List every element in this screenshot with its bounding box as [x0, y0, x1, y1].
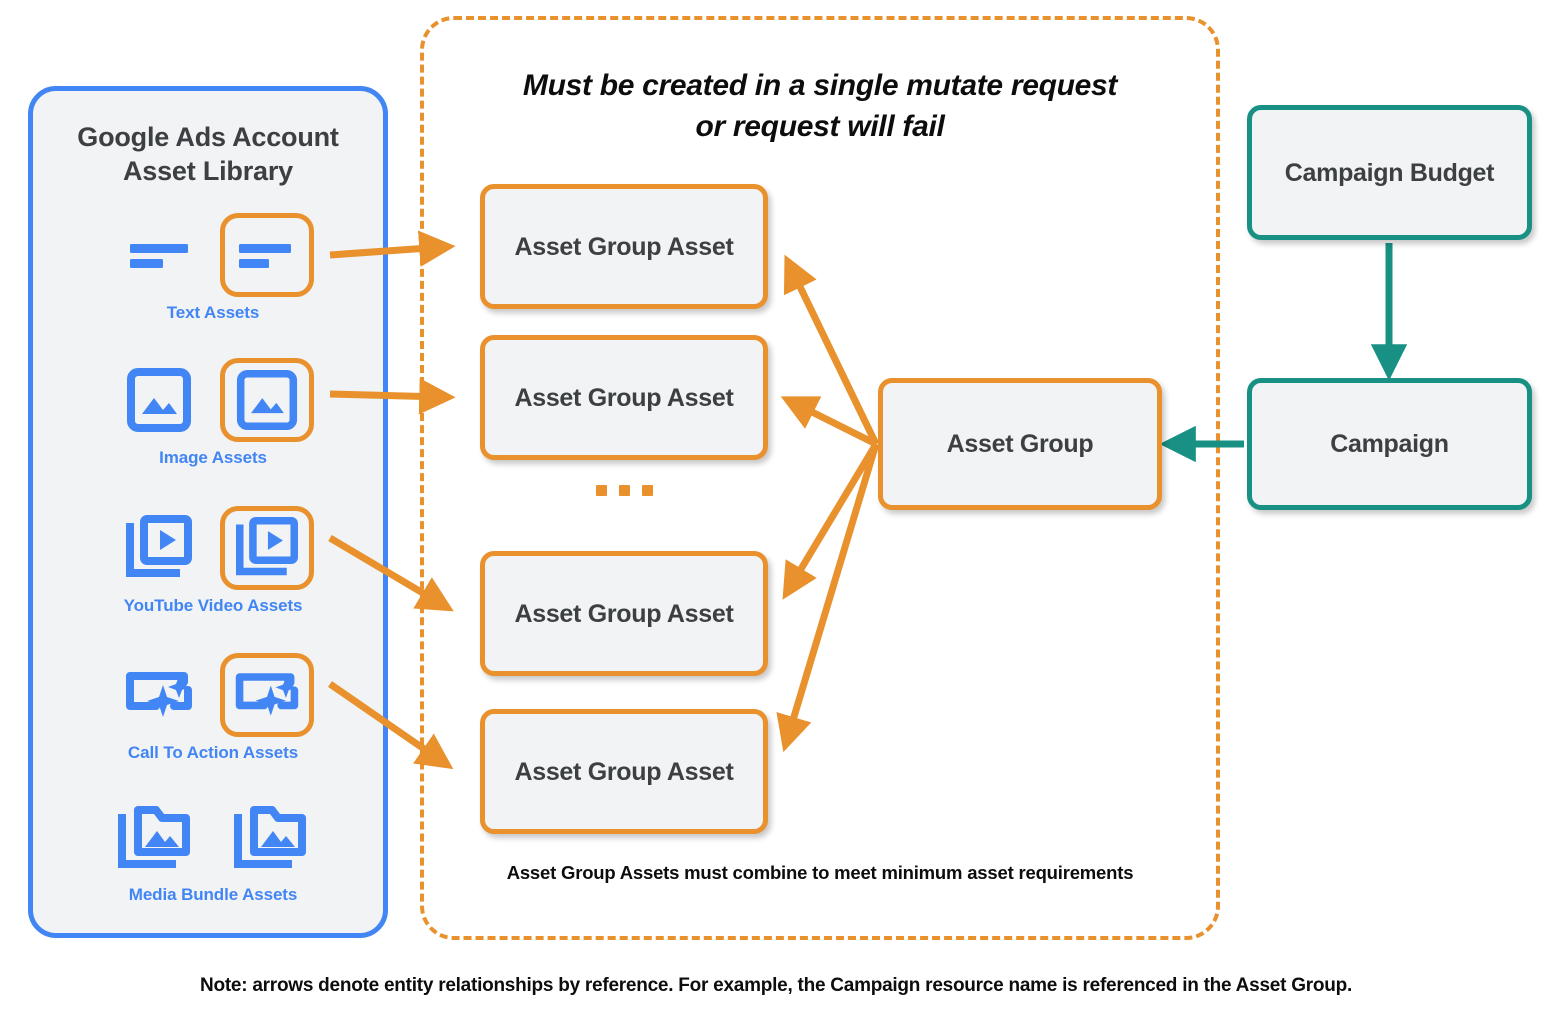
youtube-video-asset-icon-highlighted[interactable]: [220, 506, 314, 590]
asset-group-node[interactable]: Asset Group: [878, 378, 1162, 510]
asset-icon-group-text: [33, 209, 393, 301]
call-to-action-asset-icon-highlighted[interactable]: [220, 653, 314, 737]
asset-library-title-line1: Google Ads Account: [77, 122, 339, 152]
media-bundle-asset-icon-2: [224, 795, 318, 879]
campaign-node[interactable]: Campaign: [1247, 378, 1532, 510]
asset-row-text: Text Assets: [33, 209, 393, 323]
asset-group-asset-node-2[interactable]: Asset Group Asset: [480, 551, 768, 676]
ellipsis-dot-2: [618, 485, 630, 496]
asset-caption-text: Text Assets: [166, 303, 260, 322]
asset-group-asset-ellipsis: [480, 483, 768, 501]
asset-icon-group-youtube: [33, 502, 393, 594]
asset-group-asset-label-2: Asset Group Asset: [514, 599, 734, 628]
ellipsis-dot-1: [595, 485, 607, 496]
call-to-action-asset-icon: [112, 653, 206, 737]
asset-group-asset-node-1[interactable]: Asset Group Asset: [480, 335, 768, 460]
asset-icon-group-media-bundle: [33, 791, 393, 883]
asset-row-youtube: YouTube Video Assets: [33, 502, 393, 616]
asset-group-asset-label-1: Asset Group Asset: [514, 383, 734, 412]
ellipsis-dot-3: [641, 485, 653, 496]
image-asset-icon: [112, 358, 206, 442]
campaign-budget-label: Campaign Budget: [1284, 158, 1495, 187]
asset-group-asset-label-3: Asset Group Asset: [514, 757, 734, 786]
diagram-footnote: Note: arrows denote entity relationships…: [200, 975, 1352, 996]
minimum-asset-requirements-note: Asset Group Assets must combine to meet …: [506, 862, 1134, 883]
asset-row-media-bundle: Media Bundle Assets: [33, 791, 393, 905]
media-bundle-asset-icon: [108, 795, 202, 879]
text-asset-icon: [112, 213, 206, 297]
asset-library-title-line2: Asset Library: [123, 155, 293, 186]
asset-group-label: Asset Group: [946, 430, 1094, 458]
asset-row-cta: Call To Action Assets: [33, 649, 393, 763]
asset-group-asset-node-0[interactable]: Asset Group Asset: [480, 184, 768, 309]
youtube-video-asset-icon: [112, 506, 206, 590]
mutate-requirement-title: Must be created in a single mutate reque…: [454, 66, 1186, 147]
asset-icon-group-image: [33, 354, 393, 446]
asset-caption-image: Image Assets: [159, 448, 267, 467]
asset-group-asset-label-0: Asset Group Asset: [514, 232, 734, 261]
campaign-label: Campaign: [1330, 430, 1449, 458]
asset-caption-cta: Call To Action Assets: [127, 743, 299, 762]
asset-group-asset-node-3[interactable]: Asset Group Asset: [480, 709, 768, 834]
asset-icon-group-cta: [33, 649, 393, 741]
asset-caption-media-bundle: Media Bundle Assets: [128, 885, 298, 904]
mutate-title-line1: Must be created in a single mutate reque…: [522, 69, 1118, 102]
text-asset-icon-highlighted[interactable]: [220, 213, 314, 297]
image-asset-icon-highlighted[interactable]: [220, 358, 314, 442]
campaign-budget-node[interactable]: Campaign Budget: [1247, 105, 1532, 240]
asset-library-panel: Google Ads Account Asset Library: [28, 86, 388, 938]
mutate-title-line2: or request will fail: [695, 109, 945, 143]
asset-library-title: Google Ads Account Asset Library: [33, 121, 383, 189]
asset-row-image: Image Assets: [33, 354, 393, 468]
asset-caption-youtube: YouTube Video Assets: [123, 596, 303, 615]
